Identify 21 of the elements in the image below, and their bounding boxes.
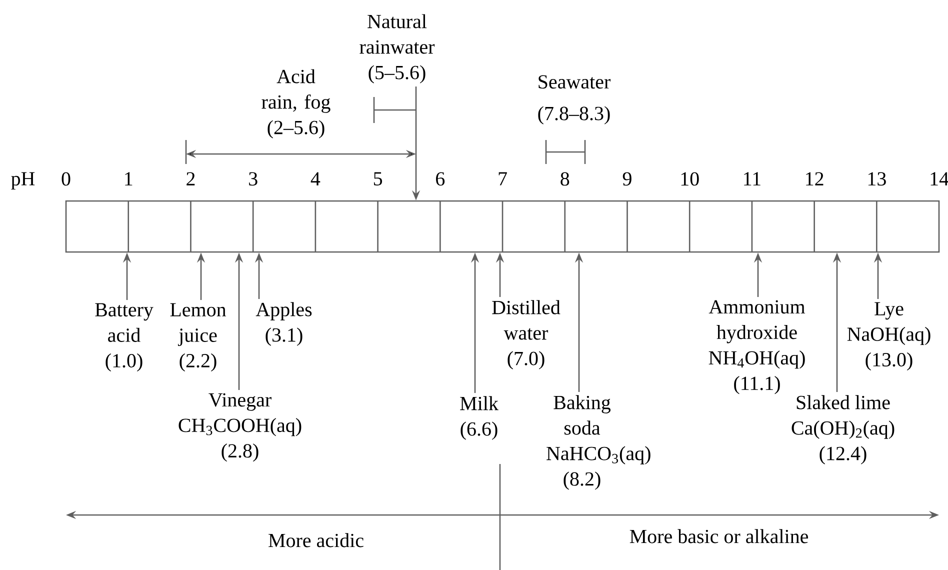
substance-label: Vinegar CH$_{3}$COOH(aq) (2.8): [178, 393, 302, 462]
substance-label: Distilled water (7.0): [492, 300, 560, 370]
direction-label: More acidic: [268, 533, 364, 548]
substance-label: Natural rainwater (5–5.6): [360, 14, 435, 84]
substance-label: Milk (6.6): [460, 396, 498, 440]
substance-label: Apples (3.1): [256, 302, 312, 346]
substance-label: Lemon juice (2.2): [170, 303, 226, 372]
tick-label: 0: [62, 172, 70, 186]
annotation-text: (7.8–8.3): [538, 106, 610, 124]
direction-label: More basic or alkaline: [630, 529, 808, 544]
annotation-text: Acid rain, fog: [262, 69, 330, 113]
ph-scale-bar: [65, 200, 940, 253]
substance-label: Slaked lime Ca(OH)$_{2}$(aq) (12.4): [792, 395, 894, 464]
tick-label: 6: [436, 172, 445, 186]
substance-label: Lye NaOH(aq) (13.0): [847, 302, 930, 371]
substance-label: Battery acid (1.0): [95, 303, 154, 372]
annotation-text: (2–5.6): [268, 120, 324, 138]
substance-label: Ammonium hydroxide NH$_{4}$OH(aq) (11.1): [708, 300, 806, 394]
axis-label: pH: [11, 172, 35, 190]
annotation-text: Seawater: [538, 75, 610, 89]
substance-label: Baking soda NaHCO$_{3}$(aq) (8.2): [546, 395, 650, 490]
